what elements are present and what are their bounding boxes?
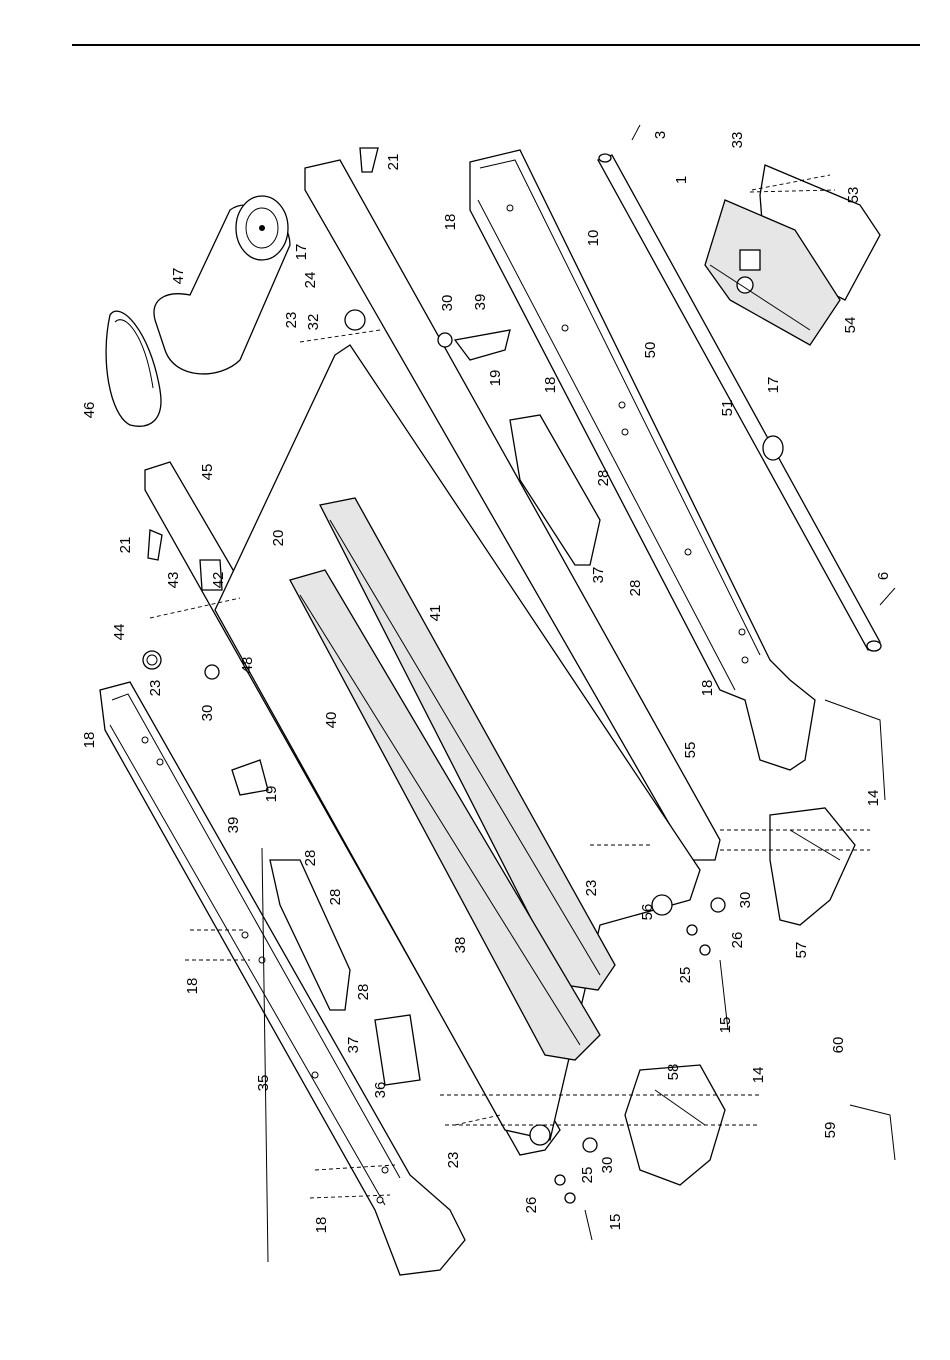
callout-18: 18 bbox=[699, 680, 716, 697]
callout-44: 44 bbox=[111, 624, 128, 641]
callout-55: 55 bbox=[682, 742, 699, 759]
callout-57: 57 bbox=[793, 942, 810, 959]
callout-28: 28 bbox=[627, 580, 644, 597]
callout-30: 30 bbox=[599, 1157, 616, 1174]
callout-10: 10 bbox=[585, 230, 602, 247]
callout-18: 18 bbox=[313, 1217, 330, 1234]
callout-25: 25 bbox=[677, 967, 694, 984]
end-cap-left bbox=[625, 1065, 725, 1185]
callout-56: 56 bbox=[639, 904, 656, 921]
callout-45: 45 bbox=[199, 464, 216, 481]
callout-60: 60 bbox=[830, 1037, 847, 1054]
callout-51: 51 bbox=[719, 400, 736, 417]
callout-17: 17 bbox=[293, 244, 310, 261]
callout-37: 37 bbox=[590, 567, 607, 584]
callout-28: 28 bbox=[355, 984, 372, 1001]
callout-14: 14 bbox=[750, 1067, 767, 1084]
callout-6: 6 bbox=[875, 572, 892, 580]
callout-46: 46 bbox=[81, 402, 98, 419]
callout-18: 18 bbox=[442, 214, 459, 231]
callout-30: 30 bbox=[199, 705, 216, 722]
callout-50: 50 bbox=[642, 342, 659, 359]
callout-18: 18 bbox=[81, 732, 98, 749]
callout-14: 14 bbox=[865, 790, 882, 807]
callout-40: 40 bbox=[323, 712, 340, 729]
callout-30: 30 bbox=[737, 892, 754, 909]
callout-3: 3 bbox=[652, 131, 669, 139]
callout-58: 58 bbox=[665, 1064, 682, 1081]
callout-47: 47 bbox=[170, 268, 187, 285]
callout-36: 36 bbox=[372, 1082, 389, 1099]
callout-23: 23 bbox=[283, 312, 300, 329]
callout-24: 24 bbox=[302, 272, 319, 289]
callout-38: 38 bbox=[452, 937, 469, 954]
callout-48: 48 bbox=[239, 657, 256, 674]
callout-59: 59 bbox=[822, 1122, 839, 1139]
callout-39: 39 bbox=[225, 817, 242, 834]
callout-43: 43 bbox=[165, 572, 182, 589]
callout-19: 19 bbox=[263, 786, 280, 803]
callout-18: 18 bbox=[184, 978, 201, 995]
callout-17: 17 bbox=[765, 377, 782, 394]
drive-belt bbox=[106, 311, 161, 426]
callout-1: 1 bbox=[673, 176, 690, 184]
callout-25: 25 bbox=[579, 1167, 596, 1184]
callout-23: 23 bbox=[147, 680, 164, 697]
callout-15: 15 bbox=[607, 1214, 624, 1231]
callout-28: 28 bbox=[327, 889, 344, 906]
callout-21: 21 bbox=[385, 154, 402, 171]
callout-39: 39 bbox=[472, 294, 489, 311]
callout-37: 37 bbox=[345, 1037, 362, 1054]
callout-30: 30 bbox=[439, 295, 456, 312]
callout-32: 32 bbox=[305, 314, 322, 331]
callout-21: 21 bbox=[117, 537, 134, 554]
callout-28: 28 bbox=[302, 850, 319, 867]
callout-23: 23 bbox=[583, 880, 600, 897]
callout-20: 20 bbox=[270, 530, 287, 547]
callout-15: 15 bbox=[717, 1017, 734, 1034]
end-cap-right bbox=[770, 808, 855, 925]
callout-19: 19 bbox=[487, 370, 504, 387]
callout-28: 28 bbox=[595, 470, 612, 487]
callout-35: 35 bbox=[255, 1075, 272, 1092]
callout-33: 33 bbox=[729, 132, 746, 149]
callout-18: 18 bbox=[542, 377, 559, 394]
callout-41: 41 bbox=[427, 605, 444, 622]
callout-54: 54 bbox=[842, 317, 859, 334]
callout-26: 26 bbox=[729, 932, 746, 949]
callout-53: 53 bbox=[845, 187, 862, 204]
callout-42: 42 bbox=[210, 572, 227, 589]
callout-23: 23 bbox=[445, 1152, 462, 1169]
callout-26: 26 bbox=[523, 1197, 540, 1214]
